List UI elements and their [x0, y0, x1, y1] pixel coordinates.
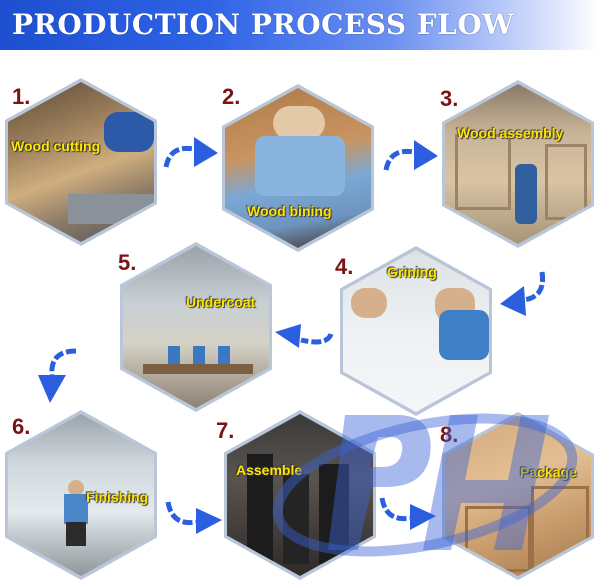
wooden-crate — [531, 486, 589, 572]
step-5-number: 5. — [118, 250, 137, 275]
step-3-photo — [445, 84, 591, 244]
worker-head — [273, 106, 325, 140]
step-2-label: Wood bining — [247, 203, 332, 219]
step-1-label: Wood cutting — [11, 138, 101, 154]
arrow-5-to-6-icon — [38, 348, 77, 403]
worker-head — [351, 288, 387, 318]
worker-head — [68, 480, 84, 496]
step-7-label: Assemble — [236, 462, 303, 478]
worker-figure — [104, 112, 154, 152]
worker-shirt — [64, 494, 88, 524]
step-3-label: Wood assembly — [457, 125, 564, 141]
step-6-number: 6. — [12, 414, 31, 439]
step-3-number: 3. — [440, 86, 459, 111]
step-4-label: Grining — [387, 264, 437, 280]
arrow-4-to-5-icon — [275, 324, 334, 348]
worker-figure — [218, 346, 230, 364]
furniture-panel — [319, 464, 349, 564]
page-title: PRODUCTION PROCESS FLOW — [12, 8, 515, 41]
step-2-number: 2. — [222, 84, 241, 109]
arrow-2-to-3-icon — [383, 140, 438, 171]
worker-pants — [66, 522, 86, 546]
step-8-photo — [445, 416, 591, 576]
furniture-panel — [247, 454, 273, 564]
worker-figure — [193, 346, 205, 364]
arrow-6-to-7-icon — [165, 501, 222, 534]
wooden-crate — [465, 506, 531, 572]
step-8-label: Package — [520, 464, 577, 480]
workbench — [143, 364, 253, 374]
step-5-label: Undercoat — [186, 294, 256, 310]
arrow-7-to-8-icon — [379, 497, 436, 530]
cabinet-frame — [545, 144, 587, 220]
worker-figure — [515, 164, 537, 224]
arrow-1-to-2-icon — [163, 137, 218, 168]
worker-shirt — [255, 136, 345, 196]
worker-figure — [168, 346, 180, 364]
step-6-label: Finishing — [86, 489, 149, 505]
step-4-photo — [343, 250, 489, 412]
step-7-number: 7. — [216, 418, 235, 443]
step-4-number: 4. — [335, 254, 354, 279]
step-5-photo — [123, 246, 269, 408]
step-7-photo — [227, 414, 373, 576]
arrow-3-to-4-icon — [500, 271, 546, 316]
furniture-panel — [283, 474, 309, 564]
step-1-number: 1. — [12, 84, 31, 109]
worker-shirt — [439, 310, 489, 360]
step-2-photo — [225, 88, 371, 248]
cabinet-frame — [455, 134, 511, 210]
title-banner: PRODUCTION PROCESS FLOW — [0, 0, 600, 50]
saw-machine — [68, 194, 154, 224]
step-8-number: 8. — [440, 422, 459, 447]
